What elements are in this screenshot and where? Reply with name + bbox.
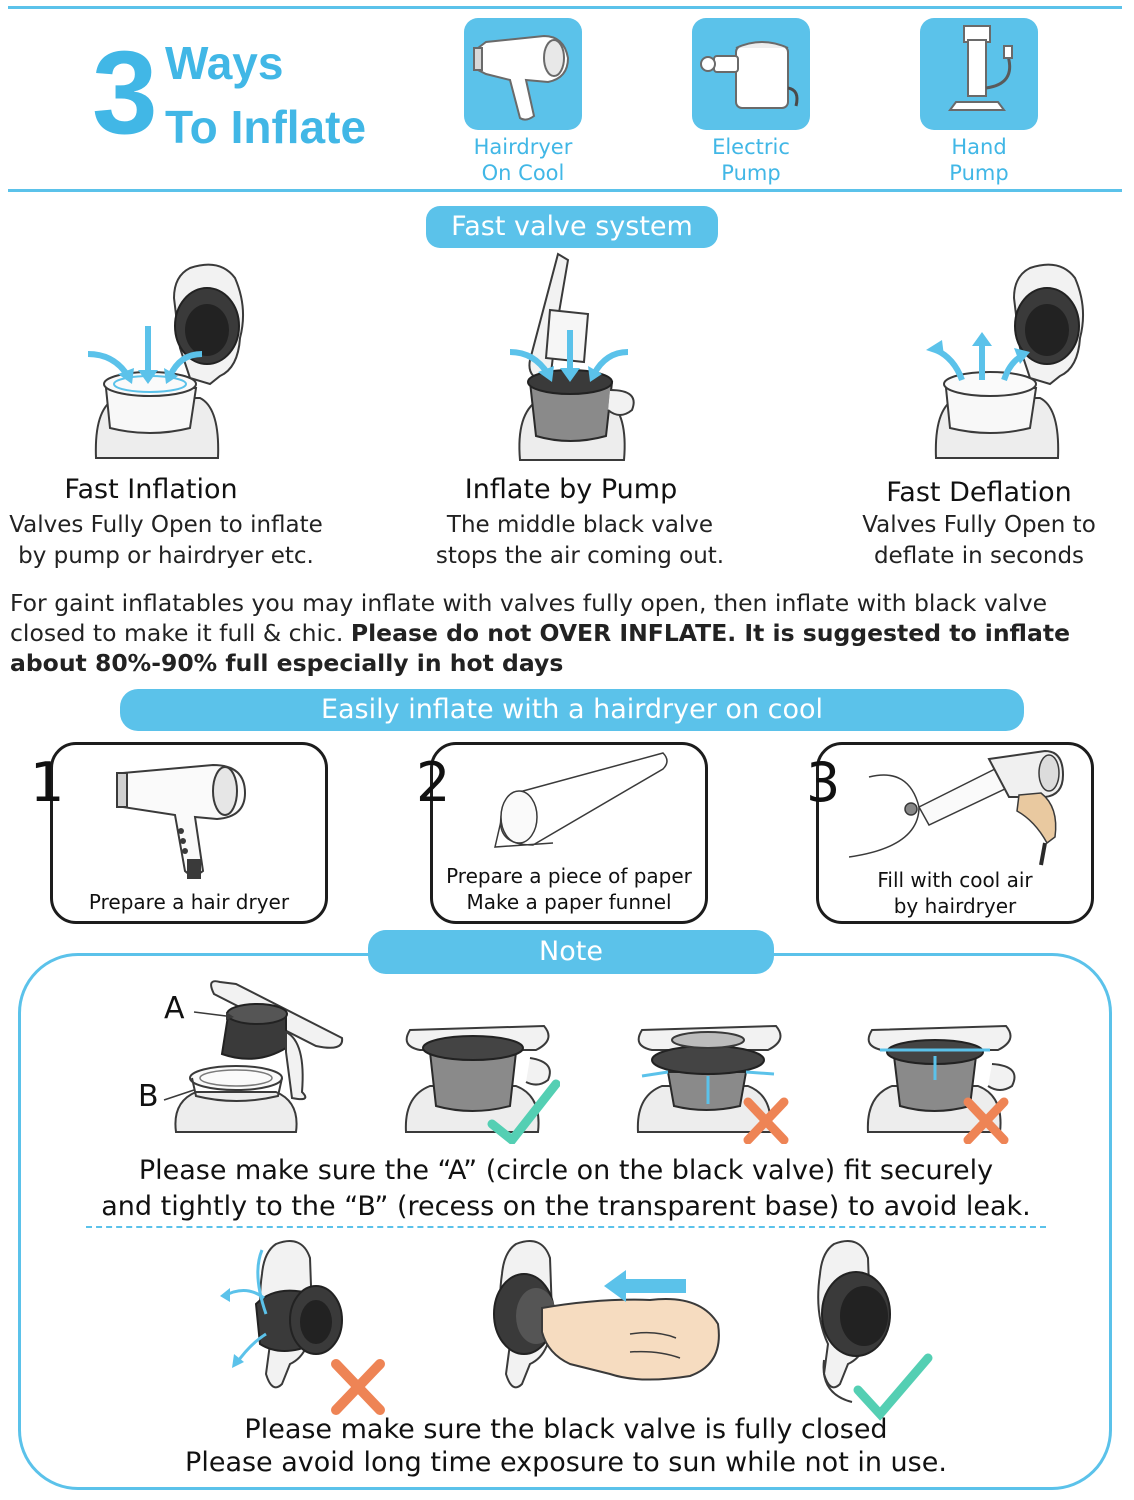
inflate-by-pump-title: Inflate by Pump xyxy=(464,474,678,505)
fast-deflation-title: Fast Deflation xyxy=(886,477,1072,508)
cross-mark-icon xyxy=(331,1359,385,1415)
hairdryer-icon xyxy=(473,34,570,121)
electric-pump-label: Electric Pump xyxy=(712,135,790,185)
electric-pump-tile xyxy=(692,18,810,130)
step-2-number: 2 xyxy=(416,751,451,814)
hairdryer-label: Hairdryer On Cool xyxy=(473,135,573,185)
step-1-number: 1 xyxy=(30,751,65,814)
fast-deflation-desc: Valves Fully Open to deflate in seconds xyxy=(862,512,1096,569)
hand-pump-tile xyxy=(920,18,1038,130)
step-3-number: 3 xyxy=(806,751,841,814)
hand-pump-icon xyxy=(948,25,1013,111)
step-2-box: Prepare a piece of paper Make a paper fu… xyxy=(430,742,708,924)
valve-label-a: A xyxy=(164,991,185,1026)
top-rule xyxy=(8,6,1122,9)
paper-funnel-illustration xyxy=(494,752,668,848)
inflation-advice-warning: Please do not OVER INFLATE. It is sugges… xyxy=(10,619,1071,677)
step-3-caption: Fill with cool air by hairdryer xyxy=(877,868,1033,918)
pressing-valve-illustration xyxy=(480,1234,730,1410)
note-text-fit: Please make sure the “A” (circle on the … xyxy=(101,1155,1031,1222)
hair-dryer-illustration xyxy=(116,763,247,879)
valve-closed-correct-illustration xyxy=(800,1234,936,1424)
header-line2: To Inflate xyxy=(165,101,367,153)
fast-inflation-desc: Valves Fully Open to inflate by pump or … xyxy=(9,512,323,569)
header-line1: Ways xyxy=(165,37,284,89)
valve-open-wrong-illustration xyxy=(216,1234,392,1416)
step-3-box: Fill with cool air by hairdryer xyxy=(816,742,1094,924)
valve-misaligned-illustration-1 xyxy=(628,1016,792,1145)
step-1-caption: Prepare a hair dryer xyxy=(88,890,290,914)
inflation-advice-paragraph: For gaint inflatables you may inflate wi… xyxy=(10,588,1120,678)
hairdryer-section-title: Easily inflate with a hairdryer on cool xyxy=(120,689,1024,731)
header-number: 3 xyxy=(92,27,158,159)
step-1-box: Prepare a hair dryer xyxy=(50,742,328,924)
fill-with-hairdryer-illustration xyxy=(849,749,1065,866)
valve-parts-illustration xyxy=(136,972,352,1138)
valve-misaligned-illustration-2 xyxy=(858,1016,1022,1145)
cross-mark-icon xyxy=(963,1097,1009,1145)
inflate-by-pump-desc: The middle black valve stops the air com… xyxy=(435,512,725,569)
inflate-by-pump-illustration xyxy=(490,250,650,472)
valve-label-b: B xyxy=(138,1079,159,1114)
cross-mark-icon xyxy=(743,1097,789,1145)
check-mark-icon xyxy=(487,1079,561,1147)
header-rule xyxy=(8,189,1122,192)
electric-pump-icon xyxy=(700,41,799,109)
fast-inflation-illustration xyxy=(70,258,260,468)
hairdryer-tile xyxy=(464,18,582,130)
note-section-title: Note xyxy=(368,930,774,974)
step-2-caption: Prepare a piece of paper Make a paper fu… xyxy=(446,864,692,914)
inflation-advice-normal: For gaint inflatables you may inflate wi… xyxy=(10,589,1048,647)
check-mark-icon xyxy=(853,1353,933,1421)
hand-pump-label: Hand Pump xyxy=(949,135,1009,185)
fast-inflation-title: Fast Inflation xyxy=(64,474,238,505)
fast-deflation-illustration xyxy=(910,258,1100,468)
note-divider xyxy=(86,1226,1046,1228)
valve-section-title: Fast valve system xyxy=(426,206,718,248)
valve-fitted-correct-illustration xyxy=(396,1016,561,1147)
note-text-closed: Please make sure the black valve is full… xyxy=(185,1414,947,1478)
